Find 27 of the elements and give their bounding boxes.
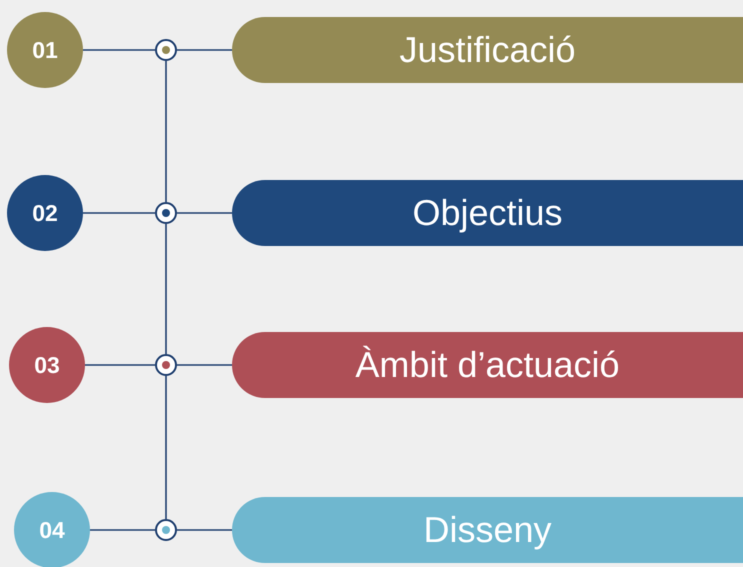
connector-line — [165, 376, 167, 519]
connector-line — [165, 61, 167, 202]
connector-line — [177, 364, 232, 366]
connector-line — [177, 49, 232, 51]
connector-line — [177, 529, 232, 531]
topic-pill — [232, 17, 743, 83]
connector-line — [85, 364, 155, 366]
connector-line — [83, 49, 155, 51]
step-number: 03 — [34, 352, 60, 378]
marker-ring — [155, 519, 177, 541]
connector-line — [83, 212, 155, 214]
topic-pill — [232, 332, 743, 398]
topic-title: Justificació — [399, 29, 576, 71]
marker-ring — [155, 202, 177, 224]
topic-title: Objectius — [412, 192, 563, 234]
topic-pill — [232, 180, 743, 246]
topic-pill — [232, 497, 743, 563]
marker-ring — [155, 354, 177, 376]
step-number: 02 — [32, 200, 58, 226]
topic-title: Àmbit d’actuació — [355, 344, 620, 386]
marker-ring — [155, 39, 177, 61]
topic-title: Disseny — [423, 509, 552, 551]
connector-line — [90, 529, 155, 531]
step-number: 04 — [39, 516, 65, 544]
connector-line — [165, 224, 167, 354]
connector-line — [177, 212, 232, 214]
step-number: 01 — [32, 36, 58, 64]
